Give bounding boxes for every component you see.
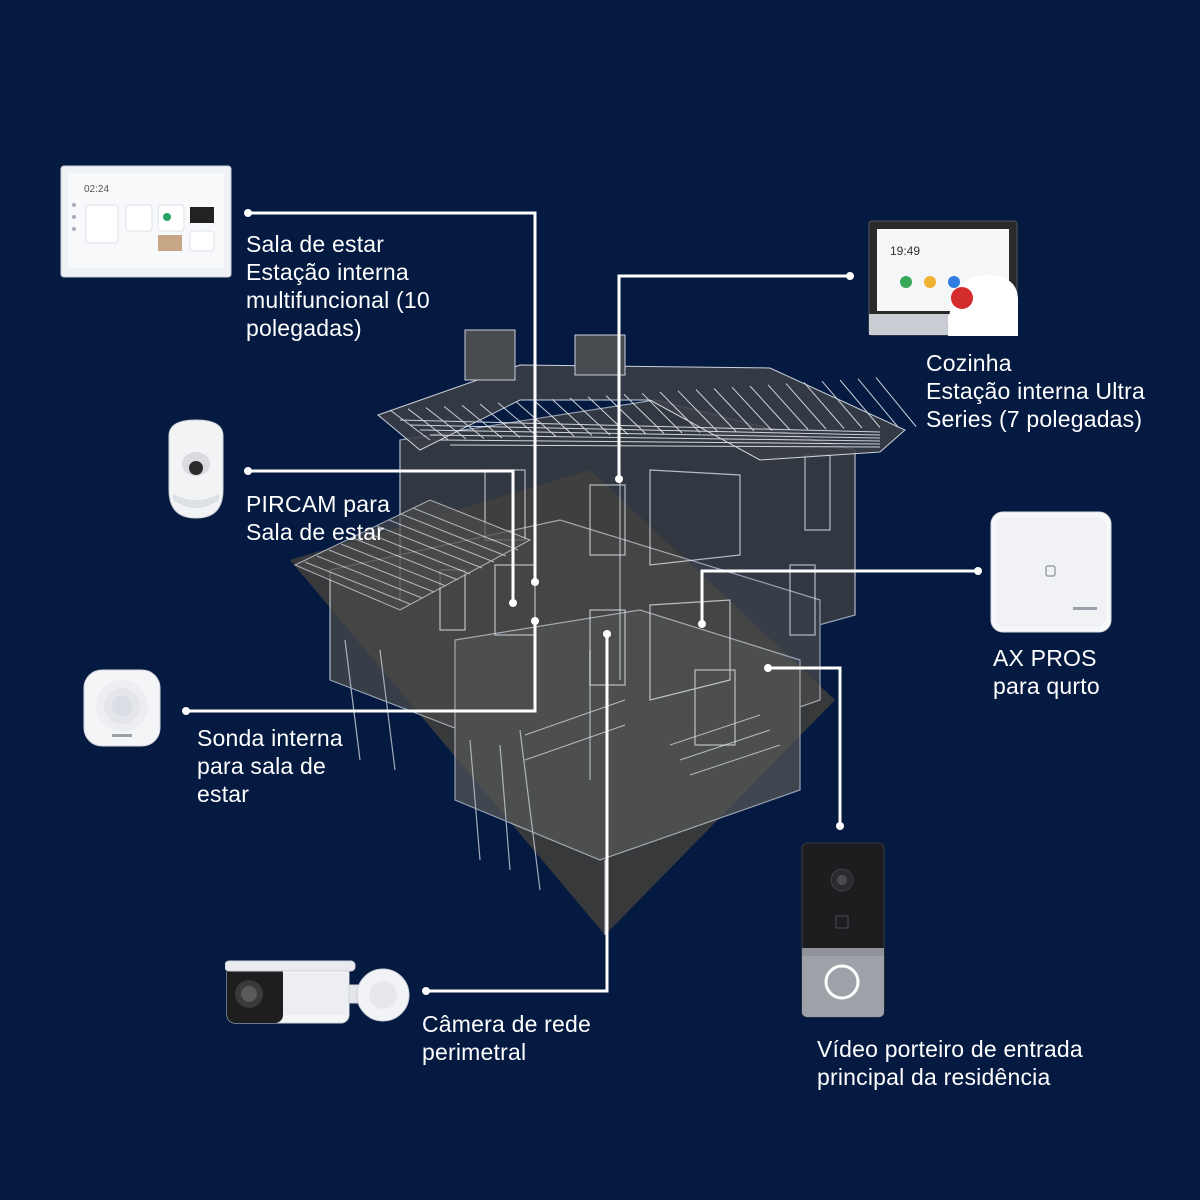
label-line: AX PROS	[993, 645, 1097, 671]
label-video-doorbell: Vídeo porteiro de entrada principal da r…	[817, 1035, 1083, 1091]
roof-hatch-line	[533, 400, 575, 437]
label-line: Cozinha	[926, 350, 1012, 376]
label-line: Estação interna Ultra	[926, 378, 1145, 404]
label-indoor-station-10: Sala de estar Estação interna multifunci…	[246, 230, 430, 342]
door-station-icon	[801, 842, 885, 1018]
alarm-hub-icon	[990, 511, 1112, 633]
label-network-camera: Câmera de rede perimetral	[422, 1010, 591, 1066]
label-line: multifuncional (10	[246, 287, 430, 313]
label-line: principal da residência	[817, 1064, 1051, 1090]
award-badge-icon	[951, 287, 973, 309]
pir-camera-sensor-icon	[168, 419, 224, 519]
label-ax-pro: AX PROS para qurto	[993, 644, 1100, 700]
label-line: Estação interna	[246, 259, 409, 285]
indoor-siren-icon	[83, 669, 161, 747]
label-line: para qurto	[993, 673, 1100, 699]
label-line: PIRCAM para	[246, 491, 391, 517]
label-line: Sonda interna	[197, 725, 343, 751]
panel-7-time: 19:49	[890, 244, 920, 258]
label-line: Sala de estar	[246, 519, 385, 545]
bullet-camera-icon	[225, 960, 410, 1024]
label-line: perimetral	[422, 1039, 527, 1065]
touch-panel-7in-icon: 19:49	[868, 220, 1018, 336]
label-line: polegadas)	[246, 315, 362, 341]
touch-panel-10in-icon: 02:24	[60, 165, 232, 278]
house-walls	[329, 399, 856, 935]
label-line: estar	[197, 781, 250, 807]
label-line: Câmera de rede	[422, 1011, 591, 1037]
label-indoor-siren: Sonda interna para sala de estar	[197, 724, 343, 808]
label-line: Series (7 polegadas)	[926, 406, 1143, 432]
roof-hatch-line	[875, 377, 917, 427]
panel-10-time: 02:24	[84, 184, 109, 195]
label-pircam: PIRCAM para Sala de estar	[246, 490, 390, 546]
label-line: Vídeo porteiro de entrada	[817, 1036, 1083, 1062]
roof-hatch-line	[551, 398, 593, 436]
label-line: Sala de estar	[246, 231, 385, 257]
label-indoor-station-7: Cozinha Estação interna Ultra Series (7 …	[926, 349, 1145, 433]
roof-hatch-line	[857, 378, 899, 428]
label-line: para sala de	[197, 753, 326, 779]
